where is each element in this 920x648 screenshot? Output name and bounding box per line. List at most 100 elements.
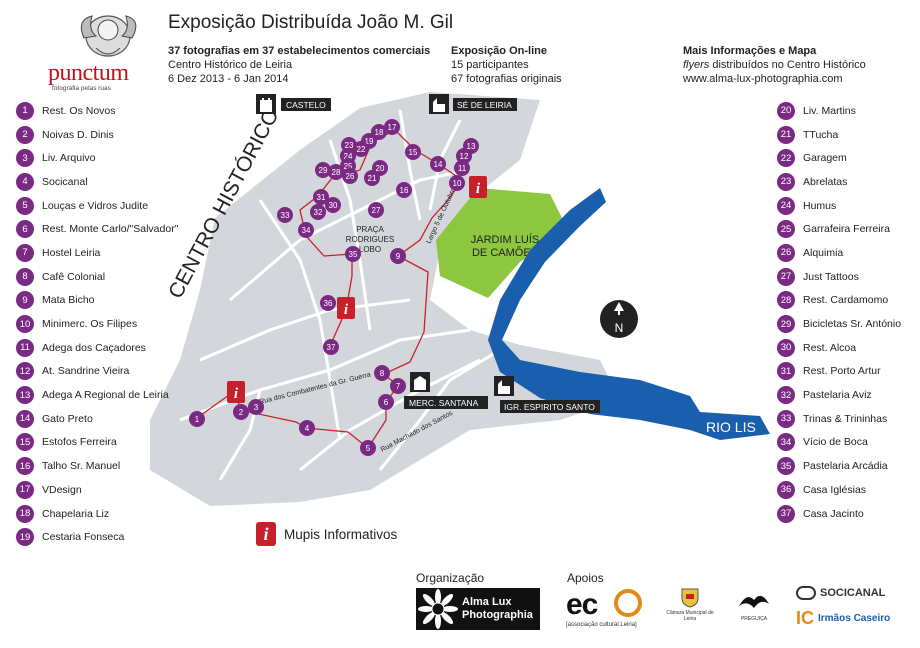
shop-name: Rest. Porto Artur bbox=[803, 365, 881, 378]
more-title: Mais Informações e Mapa bbox=[683, 45, 817, 57]
flower-icon bbox=[418, 589, 458, 629]
shop-name: Louças e Vidros Judite bbox=[42, 199, 149, 212]
shop-name: Adega A Regional de Leiria bbox=[42, 389, 169, 402]
preguica-logo: PREGUIÇA bbox=[734, 588, 774, 622]
svg-text:13: 13 bbox=[467, 142, 476, 151]
number-badge: 9 bbox=[16, 291, 34, 310]
map-marker-8: 8 bbox=[374, 365, 390, 381]
map-marker-17: 17 bbox=[384, 119, 400, 135]
number-badge: 14 bbox=[16, 409, 34, 428]
number-badge: 32 bbox=[777, 386, 795, 405]
number-badge: 2 bbox=[16, 125, 34, 144]
eco-subtitle: [associação cultural Leiria] bbox=[566, 622, 637, 628]
square-label-3: LOBO bbox=[359, 245, 381, 254]
socicanal-logo: SOCICANAL bbox=[796, 586, 900, 600]
river-label: RIO LIS bbox=[706, 419, 756, 435]
svg-text:17: 17 bbox=[388, 123, 397, 132]
svg-text:6: 6 bbox=[384, 398, 389, 407]
number-badge: 13 bbox=[16, 386, 34, 405]
svg-text:23: 23 bbox=[345, 141, 354, 150]
socicanal-name: SOCICANAL bbox=[820, 587, 886, 599]
number-badge: 37 bbox=[777, 504, 795, 523]
number-badge: 10 bbox=[16, 315, 34, 334]
mupis-label: Mupis Informativos bbox=[284, 526, 398, 542]
church-label: IGR. ESPIRITO SANTO bbox=[504, 402, 595, 412]
number-badge: 4 bbox=[16, 172, 34, 191]
logo-tagline: fotografia pelas ruas bbox=[52, 85, 111, 92]
eco-word: ec bbox=[566, 588, 598, 621]
svg-text:1: 1 bbox=[195, 415, 200, 424]
map-marker-11: 11 bbox=[454, 160, 470, 176]
shop-name: Pastelaria Aviz bbox=[803, 389, 872, 402]
svg-text:19: 19 bbox=[365, 137, 374, 146]
garden-area bbox=[436, 188, 568, 298]
flyers-word: flyers bbox=[683, 59, 710, 71]
number-badge: 28 bbox=[777, 291, 795, 310]
info-icon: i bbox=[234, 386, 239, 402]
bird-icon bbox=[739, 595, 769, 608]
svg-text:27: 27 bbox=[372, 206, 381, 215]
map-location-markers: 1 2 3 4 5 6 7 8 9 10 11 12 13 14 15 16 1… bbox=[189, 119, 479, 456]
shop-name: Gato Preto bbox=[42, 412, 93, 425]
list-item: 5 Louças e Vidros Judite bbox=[16, 194, 191, 218]
map-marker-36: 36 bbox=[320, 295, 336, 311]
cathedral-marker: SÉ DE LEIRIA bbox=[429, 94, 517, 114]
map-marker-29: 29 bbox=[315, 162, 331, 178]
garden-label-2: DE CAMÕES bbox=[472, 246, 538, 259]
shop-name: Rest. Alcoa bbox=[803, 341, 857, 354]
mupi-marker-1: i bbox=[227, 381, 245, 403]
shop-name: Casa Iglésias bbox=[803, 483, 867, 496]
shop-name: Mata Bicho bbox=[42, 294, 95, 307]
number-badge: 1 bbox=[16, 101, 34, 120]
website-link[interactable]: www.alma-lux-photographia.com bbox=[683, 73, 843, 85]
svg-text:18: 18 bbox=[375, 128, 384, 137]
number-badge: 12 bbox=[16, 362, 34, 381]
shop-name: Chapelaria Liz bbox=[42, 507, 110, 520]
shop-name: Just Tattoos bbox=[803, 270, 859, 283]
number-badge: 21 bbox=[777, 125, 795, 144]
square-label-1: PRAÇA bbox=[356, 225, 384, 234]
ic-mark: IC bbox=[796, 608, 814, 628]
info-place: Centro Histórico de Leiria bbox=[168, 59, 293, 71]
number-badge: 27 bbox=[777, 267, 795, 286]
page-title: Exposição Distribuída João M. Gil bbox=[168, 12, 454, 33]
number-badge: 35 bbox=[777, 457, 795, 476]
church-es-icon bbox=[498, 380, 510, 394]
shop-name: Hostel Leiria bbox=[42, 246, 101, 259]
svg-text:35: 35 bbox=[349, 250, 358, 259]
svg-text:12: 12 bbox=[460, 152, 469, 161]
shop-name: Rest. Os Novos bbox=[42, 104, 116, 117]
eco-logo: ec [associação cultural Leiria] bbox=[566, 588, 646, 630]
svg-text:9: 9 bbox=[396, 252, 401, 261]
info-more: Mais Informações e Mapa flyers distribuí… bbox=[683, 44, 866, 86]
svg-text:7: 7 bbox=[396, 382, 401, 391]
cathedral-label: SÉ DE LEIRIA bbox=[457, 100, 512, 110]
mupis-legend: i Mupis Informativos bbox=[256, 522, 397, 546]
number-badge: 5 bbox=[16, 196, 34, 215]
number-badge: 23 bbox=[777, 172, 795, 191]
svg-text:21: 21 bbox=[368, 174, 377, 183]
mupi-marker-2: i bbox=[337, 297, 355, 319]
number-badge: 6 bbox=[16, 220, 34, 239]
number-badge: 29 bbox=[777, 315, 795, 334]
coat-of-arms-icon bbox=[681, 588, 699, 608]
svg-text:37: 37 bbox=[327, 343, 336, 352]
shop-name: Abrelatas bbox=[803, 175, 848, 188]
list-item: 32 Pastelaria Aviz bbox=[777, 383, 913, 407]
castle-icon bbox=[260, 98, 272, 112]
number-badge: 17 bbox=[16, 480, 34, 499]
number-badge: 20 bbox=[777, 101, 795, 120]
svg-text:28: 28 bbox=[332, 168, 341, 177]
